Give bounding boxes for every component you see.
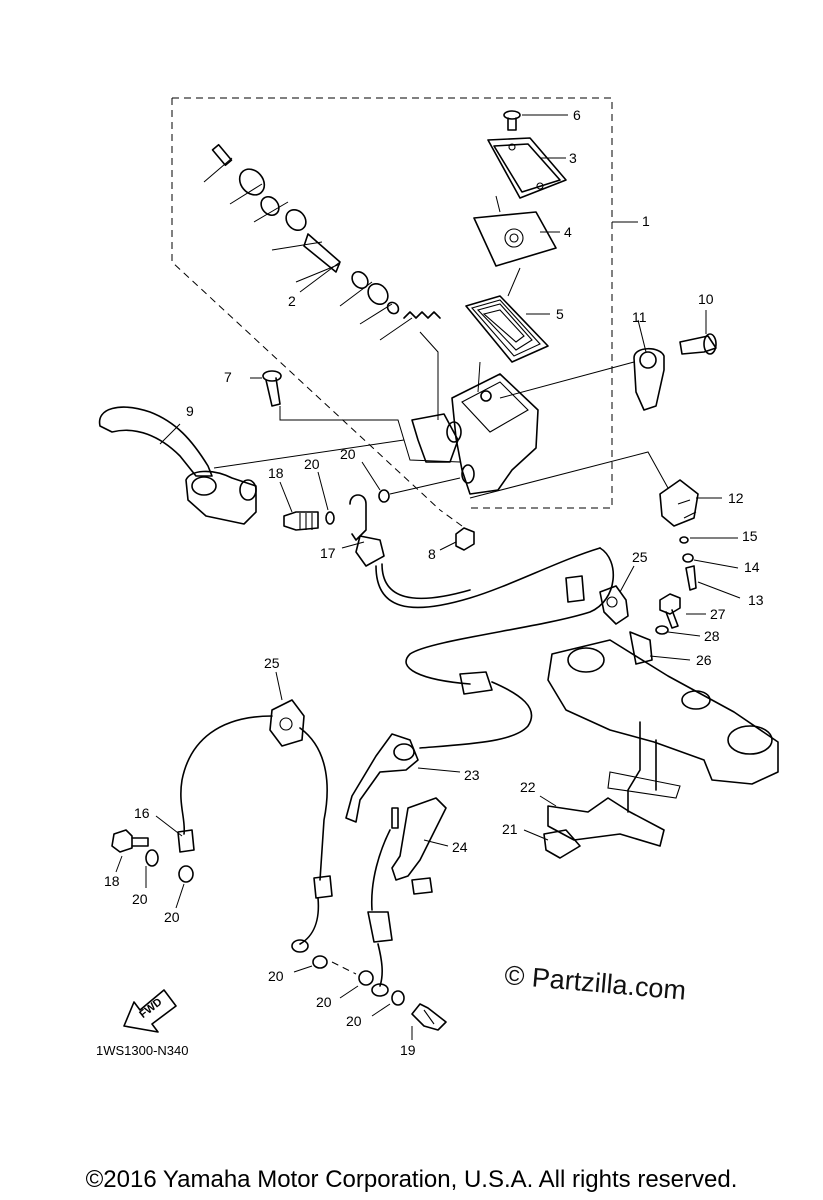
callout-19: 19 [400, 1042, 416, 1058]
bolt-7 [250, 370, 461, 463]
copyright-footer: ©2016 Yamaha Motor Corporation, U.S.A. A… [85, 1166, 738, 1193]
callout-20-a: 20 [304, 456, 320, 472]
callout-26: 26 [696, 652, 712, 668]
callout-20-g: 20 [346, 1013, 362, 1029]
callout-17: 17 [320, 545, 336, 561]
hose-bracket-21-22 [523, 795, 665, 859]
callout-25-lower: 25 [264, 655, 280, 671]
reservoir-cap [487, 137, 567, 199]
callout-20-d: 20 [164, 909, 180, 925]
switch-fasteners [679, 536, 741, 599]
callout-1: 1 [642, 213, 650, 229]
callout-15: 15 [742, 528, 758, 544]
callout-18-upper: 18 [268, 465, 284, 481]
callout-23: 23 [464, 767, 480, 783]
callout-9: 9 [186, 403, 194, 419]
brake-hose-lower-left [155, 715, 333, 953]
callout-18-lower: 18 [104, 873, 120, 889]
banjo-bolt-lower-right [293, 955, 447, 1040]
callout-20-f: 20 [316, 994, 332, 1010]
lower-bracket [547, 639, 779, 813]
cap-screw [503, 110, 568, 131]
callout-22: 22 [520, 779, 536, 795]
bolt-27 [629, 593, 706, 665]
forward-arrow-icon: FWD [123, 989, 177, 1033]
brake-lever [98, 406, 405, 525]
callout-27: 27 [710, 606, 726, 622]
callout-13: 13 [748, 592, 764, 608]
brake-hose-upper [375, 547, 614, 749]
callout-20-b: 20 [340, 446, 356, 462]
banjo-bolt-upper [279, 461, 461, 567]
callout-3: 3 [569, 150, 577, 166]
bracket-11 [499, 310, 717, 411]
hose-clamp-lower [269, 671, 305, 747]
callout-8: 8 [428, 546, 436, 562]
diaphragm-plate [473, 195, 560, 297]
drawing-code: 1WS1300-N340 [96, 1043, 189, 1058]
callout-7: 7 [224, 369, 232, 385]
callout-10: 10 [698, 291, 714, 307]
brake-hose-lower-right [367, 807, 399, 997]
callout-20-c: 20 [132, 891, 148, 907]
callout-25-upper: 25 [632, 549, 648, 565]
callout-24: 24 [452, 839, 468, 855]
callout-5: 5 [556, 306, 564, 322]
callout-20-e: 20 [268, 968, 284, 984]
callout-28: 28 [704, 628, 720, 644]
hose-clamp-upper [599, 565, 635, 625]
banjo-bolt-lower-left [111, 829, 194, 909]
nut-8 [439, 509, 475, 551]
assembly-1-boundary [171, 97, 613, 511]
callout-6: 6 [573, 107, 581, 123]
callout-2: 2 [288, 293, 296, 309]
callout-12: 12 [728, 490, 744, 506]
callout-21: 21 [502, 821, 518, 837]
diaphragm [465, 295, 550, 363]
callout-14: 14 [744, 559, 760, 575]
callout-labels: 1 2 3 4 5 6 7 8 9 10 11 12 13 14 15 16 1… [104, 107, 764, 1058]
hose-joint-bracket [345, 733, 461, 823]
piston-kit [203, 143, 441, 420]
master-cylinder-body [411, 361, 539, 495]
hose-guide-bracket [391, 797, 449, 895]
callout-4: 4 [564, 224, 572, 240]
parts-diagram: FWD 1 2 3 4 5 6 7 8 9 10 11 12 13 14 15 … [96, 97, 779, 1058]
brake-switch [469, 451, 722, 527]
callout-11: 11 [632, 309, 647, 325]
callout-16: 16 [134, 805, 150, 821]
